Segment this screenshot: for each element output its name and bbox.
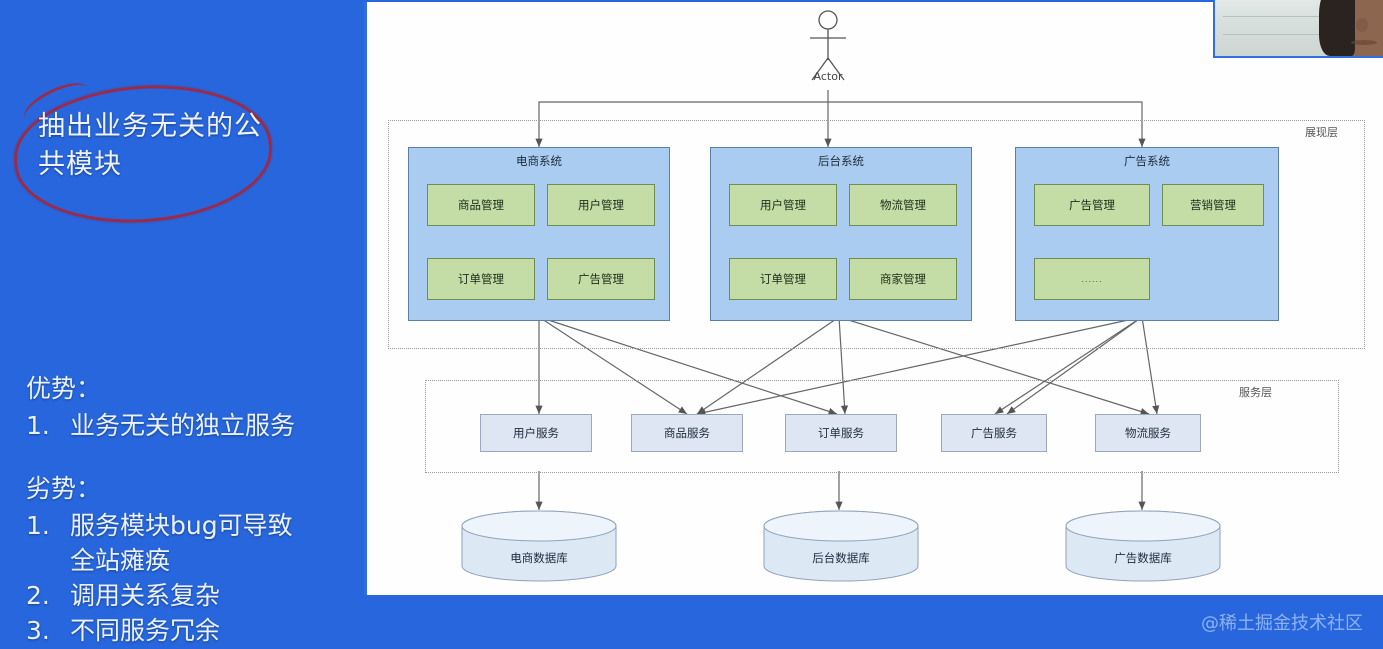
system-title: 后台系统	[818, 154, 864, 168]
pros-block: 优势： 1. 业务无关的独立服务	[26, 372, 356, 443]
module-box[interactable]: 用户管理	[547, 184, 655, 226]
system-title: 电商系统	[516, 154, 562, 168]
webcam-background	[1215, 0, 1333, 56]
webcam-nose	[1356, 18, 1368, 32]
module-box[interactable]: 广告管理	[1034, 184, 1150, 226]
service-box[interactable]: 订单服务	[785, 414, 897, 452]
webcam-hair	[1319, 0, 1355, 56]
presentation-layer-label: 展现层	[1305, 126, 1338, 139]
cons-block: 劣势： 1. 服务模块bug可导致 全站瘫痪 2. 调用关系复杂 3. 不同服务…	[26, 472, 366, 648]
module-box[interactable]: 商家管理	[849, 258, 957, 300]
database-advertising[interactable]: 广告数据库	[1064, 510, 1222, 582]
actor-icon	[810, 10, 846, 81]
service-box[interactable]: 物流服务	[1095, 414, 1201, 452]
system-box-backstage[interactable]: 后台系统 用户管理 物流管理 订单管理 商家管理	[710, 147, 972, 321]
module-box[interactable]: 订单管理	[427, 258, 535, 300]
cons-item-number: 3.	[26, 616, 50, 645]
list-item: 1. 服务模块bug可导致 全站瘫痪	[26, 508, 366, 578]
cons-item-number: 1.	[26, 511, 50, 540]
cons-item-text: 服务模块bug可导致 全站瘫痪	[70, 511, 293, 575]
system-box-ecommerce[interactable]: 电商系统 商品管理 用户管理 订单管理 广告管理	[408, 147, 670, 321]
module-box[interactable]: 物流管理	[849, 184, 957, 226]
service-layer-label: 服务层	[1239, 386, 1272, 399]
database-label: 广告数据库	[1114, 551, 1172, 565]
cons-item-number: 2.	[26, 581, 50, 610]
actor-label: Actor	[813, 70, 843, 83]
webcam-overlay[interactable]	[1213, 0, 1383, 58]
module-box[interactable]: 营销管理	[1162, 184, 1264, 226]
service-box[interactable]: 商品服务	[631, 414, 743, 452]
database-backstage[interactable]: 后台数据库	[762, 510, 920, 582]
module-box-ellipsis[interactable]: ......	[1034, 258, 1150, 300]
system-box-advertising[interactable]: 广告系统 广告管理 营销管理 ......	[1015, 147, 1279, 321]
pros-item-text: 业务无关的独立服务	[70, 411, 296, 440]
pros-item-number: 1.	[26, 411, 50, 440]
list-item: 1. 业务无关的独立服务	[26, 408, 356, 443]
webcam-mouth	[1351, 40, 1377, 45]
module-box[interactable]: 订单管理	[729, 258, 837, 300]
service-box[interactable]: 广告服务	[941, 414, 1047, 452]
module-box[interactable]: 用户管理	[729, 184, 837, 226]
slide-canvas: Actor 展现层 电商系统 商品管理 用户管理 订单管理 广告管理 后台系统 …	[364, 2, 1383, 595]
list-item: 2. 调用关系复杂	[26, 578, 366, 613]
database-label: 电商数据库	[510, 551, 568, 565]
database-ecommerce[interactable]: 电商数据库	[460, 510, 618, 582]
cons-item-text: 调用关系复杂	[70, 581, 221, 610]
service-box[interactable]: 用户服务	[480, 414, 592, 452]
database-label: 后台数据库	[812, 551, 870, 565]
module-box[interactable]: 广告管理	[547, 258, 655, 300]
watermark: @稀土掘金技术社区	[1201, 613, 1363, 634]
module-box[interactable]: 商品管理	[427, 184, 535, 226]
headline-text: 抽出业务无关的公共模块	[38, 111, 262, 180]
service-layer-container	[425, 380, 1339, 473]
list-item: 3. 不同服务冗余	[26, 613, 366, 648]
system-title: 广告系统	[1124, 154, 1170, 168]
pros-title: 优势：	[26, 374, 102, 403]
cons-title: 劣势：	[26, 474, 102, 503]
cons-item-text: 不同服务冗余	[70, 616, 221, 645]
presentation-layer-container	[388, 120, 1365, 349]
